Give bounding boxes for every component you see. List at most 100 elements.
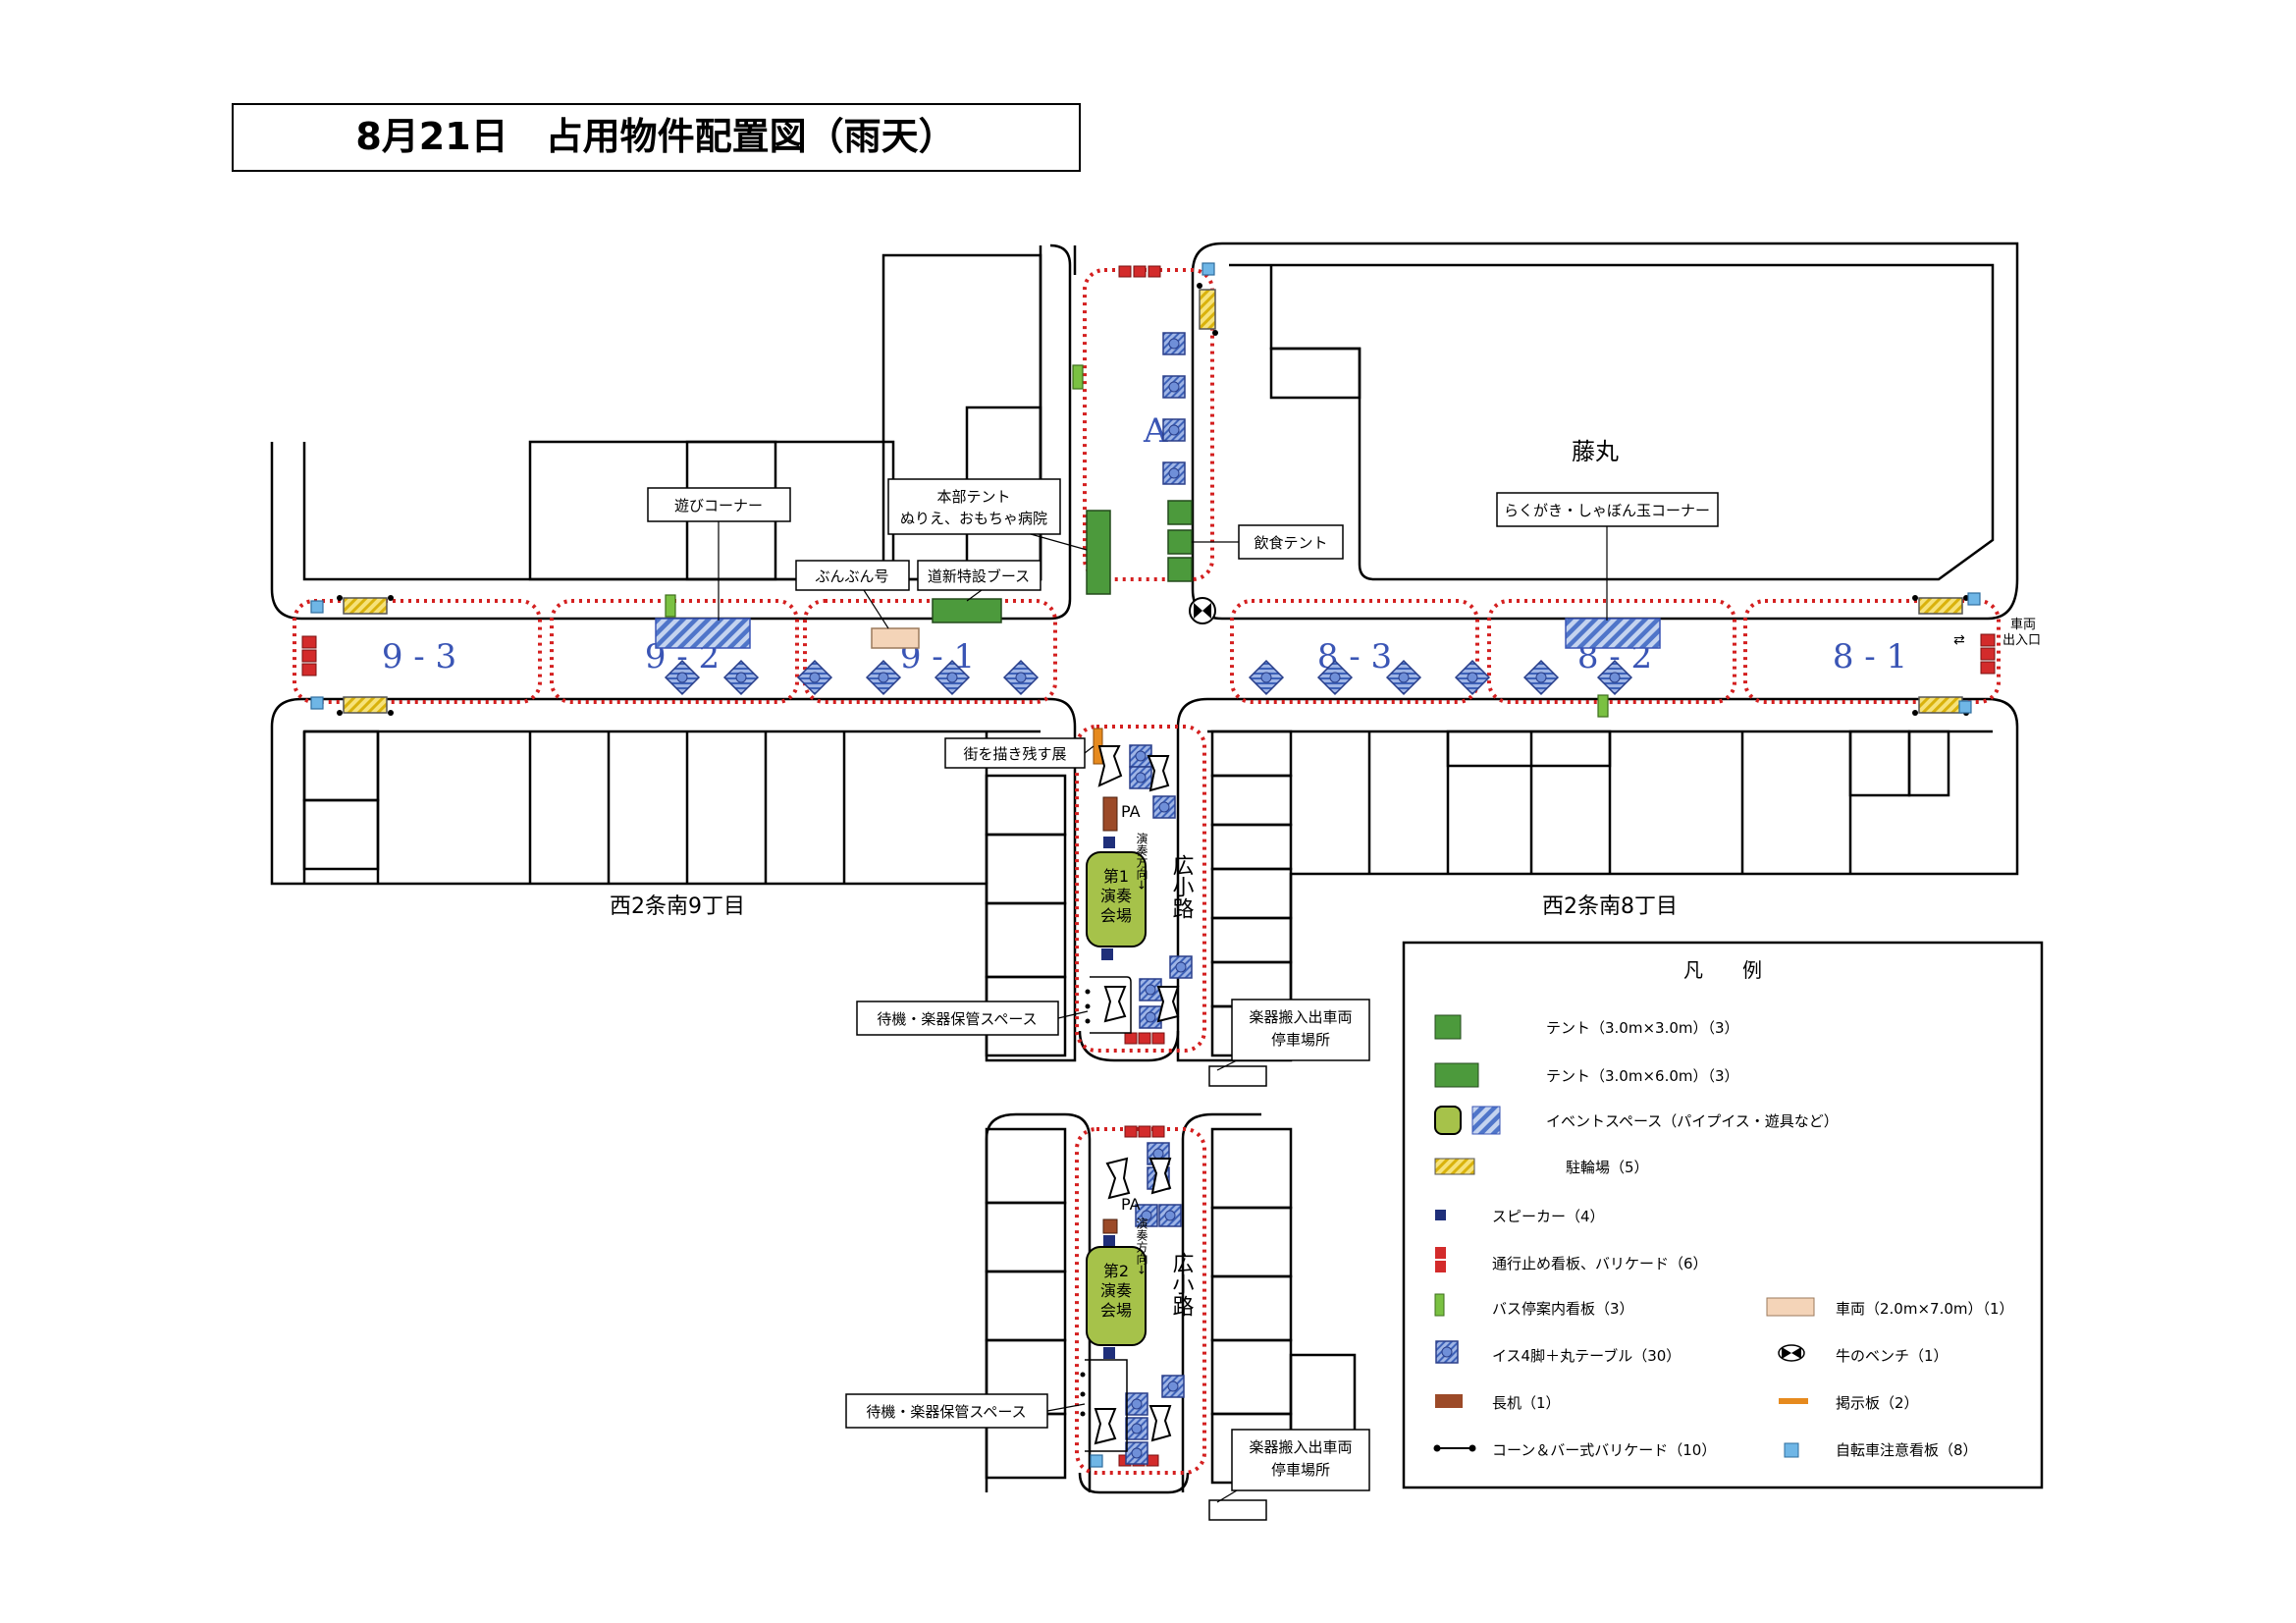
legend-title: 凡 例 xyxy=(1683,958,1762,982)
barricades xyxy=(301,265,1996,1467)
zone-9-1-outline xyxy=(803,599,1057,704)
speaker-3 xyxy=(1103,1235,1115,1247)
legend-swatch-cow xyxy=(1778,1344,1805,1362)
legend-item-tent-3x6: テント（3.0m×6.0m）（3） xyxy=(1546,1067,1739,1085)
legend-swatch-cone xyxy=(1433,1444,1476,1452)
legend-swatch-vehicle xyxy=(1766,1297,1815,1317)
callout-rakugaki-box xyxy=(1496,492,1719,527)
legend-item-bike-sign: 自転車注意看板（8） xyxy=(1836,1441,1978,1459)
stage-1-line-1: 第1 xyxy=(1103,867,1129,886)
legend: 凡 例 テント（3.0m×3.0m）（3） テント（3.0m×6.0m）（3） … xyxy=(1402,941,2044,1489)
label-ensou-1: 演奏方向→ xyxy=(1135,832,1148,891)
zone-8-2-outline xyxy=(1487,599,1736,704)
hirokoji-1-outline xyxy=(1075,725,1206,1053)
callout-gakki-2-box xyxy=(1231,1429,1370,1491)
legend-item-bus: バス停案内看板（3） xyxy=(1492,1300,1634,1318)
legend-swatch-event-green xyxy=(1434,1106,1462,1135)
callout-machi-box xyxy=(944,737,1086,769)
legend-item-speaker: スピーカー（4） xyxy=(1492,1208,1605,1225)
legend-item-event: イベントスペース（パイプイス・遊具など） xyxy=(1546,1112,1839,1130)
label-rakugaki: らくがき・しゃぼん玉コーナー xyxy=(1504,502,1710,519)
legend-item-chair: イス4脚＋丸テーブル（30） xyxy=(1492,1347,1681,1365)
tent-inshoku-1 xyxy=(1167,500,1193,525)
legend-item-cow: 牛のベンチ（1） xyxy=(1836,1347,1949,1365)
tent-inshoku-2 xyxy=(1167,529,1193,555)
legend-box xyxy=(1402,941,2044,1489)
legend-swatch-bike-sign xyxy=(1784,1442,1799,1458)
label-dousin: 道新特設ブース xyxy=(928,568,1030,585)
legend-item-vehicle: 車両（2.0m×7.0m）（1） xyxy=(1836,1300,2014,1318)
event-space-asobi xyxy=(655,618,751,649)
legend-swatch-bus xyxy=(1434,1293,1445,1317)
zone-8-1-label: 8 - 1 xyxy=(1833,637,1907,676)
callout-asobi-box xyxy=(647,487,791,522)
label-taiki-1: 待機・楽器保管スペース xyxy=(877,1010,1037,1028)
callout-gakki-1-box xyxy=(1231,999,1370,1061)
label-hirokoji-1: 広小路 xyxy=(1169,854,1195,919)
gakki-vehicle-1 xyxy=(1208,1065,1267,1087)
speaker-1 xyxy=(1103,837,1115,848)
legend-swatch-tent-3x6 xyxy=(1434,1062,1479,1088)
speaker-2 xyxy=(1101,948,1113,960)
callout-taiki-2-box xyxy=(845,1393,1048,1429)
label-taiki-2: 待機・楽器保管スペース xyxy=(866,1403,1026,1421)
legend-item-desk: 長机（1） xyxy=(1492,1394,1561,1412)
legend-swatch-tent-3x3 xyxy=(1434,1014,1462,1040)
zone-8-1-outline xyxy=(1743,599,2001,704)
legend-item-board: 掲示板（2） xyxy=(1836,1394,1919,1412)
cow-bench xyxy=(1189,597,1216,624)
tents xyxy=(932,500,1193,623)
zone-9-3-outline xyxy=(293,599,542,704)
legend-swatch-board xyxy=(1779,1398,1808,1404)
stage-1-line-2: 演奏 xyxy=(1100,887,1132,905)
legend-item-cone: コーン＆バー式バリケード（10） xyxy=(1492,1441,1716,1459)
legend-item-tent-3x3: テント（3.0m×3.0m）（3） xyxy=(1546,1019,1739,1037)
title-box xyxy=(232,103,1081,172)
long-desk xyxy=(1102,796,1118,832)
zone-9-3-label: 9 - 3 xyxy=(382,637,456,676)
label-nishi-9: 西2条南9丁目 xyxy=(610,894,745,919)
legend-swatch-event-stripe xyxy=(1471,1106,1501,1135)
label-honbu-2: ぬりえ、おもちゃ病院 xyxy=(900,510,1047,527)
cone-markers xyxy=(337,283,1969,716)
tent-honbu xyxy=(1086,510,1111,595)
label-sharyo-1: 車両 xyxy=(2010,618,2036,632)
label-pa-2: PA xyxy=(1121,1195,1141,1214)
label-fujimaru: 藤丸 xyxy=(1572,438,1619,465)
stage-1 xyxy=(1086,851,1147,947)
legend-swatch-speaker xyxy=(1435,1210,1446,1220)
stage-2-line-2: 演奏 xyxy=(1100,1281,1132,1300)
legend-swatch-desk xyxy=(1435,1394,1463,1408)
label-honbu-1: 本部テント xyxy=(936,488,1010,506)
callout-dousin-box xyxy=(917,560,1041,591)
gakki-vehicle-2 xyxy=(1208,1499,1267,1521)
legend-item-barricade: 通行止め看板、バリケード（6） xyxy=(1492,1255,1708,1272)
label-gakki-2b: 停車場所 xyxy=(1271,1461,1330,1479)
stage-2-line-3: 会場 xyxy=(1100,1301,1132,1320)
callout-leaders xyxy=(718,521,1608,1503)
label-gakki-2a: 楽器搬入出車両 xyxy=(1249,1438,1352,1456)
label-nishi-8: 西2条南8丁目 xyxy=(1542,894,1678,919)
stage-2-line-1: 第2 xyxy=(1103,1262,1129,1280)
callout-taiki-1-box xyxy=(856,1001,1059,1036)
label-hirokoji-2: 広小路 xyxy=(1169,1252,1195,1317)
legend-item-bike: 駐輪場（5） xyxy=(1566,1159,1649,1176)
long-desk-2 xyxy=(1102,1218,1118,1234)
callout-inshoku-box xyxy=(1238,524,1344,560)
legend-swatch-bike xyxy=(1434,1158,1475,1175)
stage-2 xyxy=(1086,1246,1147,1346)
event-space-rakugaki xyxy=(1565,618,1661,649)
label-bunbun: ぶんぶん号 xyxy=(815,568,888,585)
tent-inshoku-3 xyxy=(1167,557,1193,582)
label-asobi: 遊びコーナー xyxy=(674,497,763,514)
legend-swatch-chair xyxy=(1435,1340,1459,1364)
hirokoji-2-outline xyxy=(1075,1127,1206,1475)
page-title: 8月21日 占用物件配置図（雨天） xyxy=(355,115,955,158)
legend-swatch-barricade xyxy=(1435,1261,1446,1272)
bus-signs xyxy=(665,364,1609,718)
label-gakki-1a: 楽器搬入出車両 xyxy=(1249,1008,1352,1026)
hirokoji-2 xyxy=(1080,1157,1172,1452)
label-sharyo-2: 出入口 xyxy=(2002,633,2041,648)
callout-honbu-box xyxy=(887,478,1061,535)
